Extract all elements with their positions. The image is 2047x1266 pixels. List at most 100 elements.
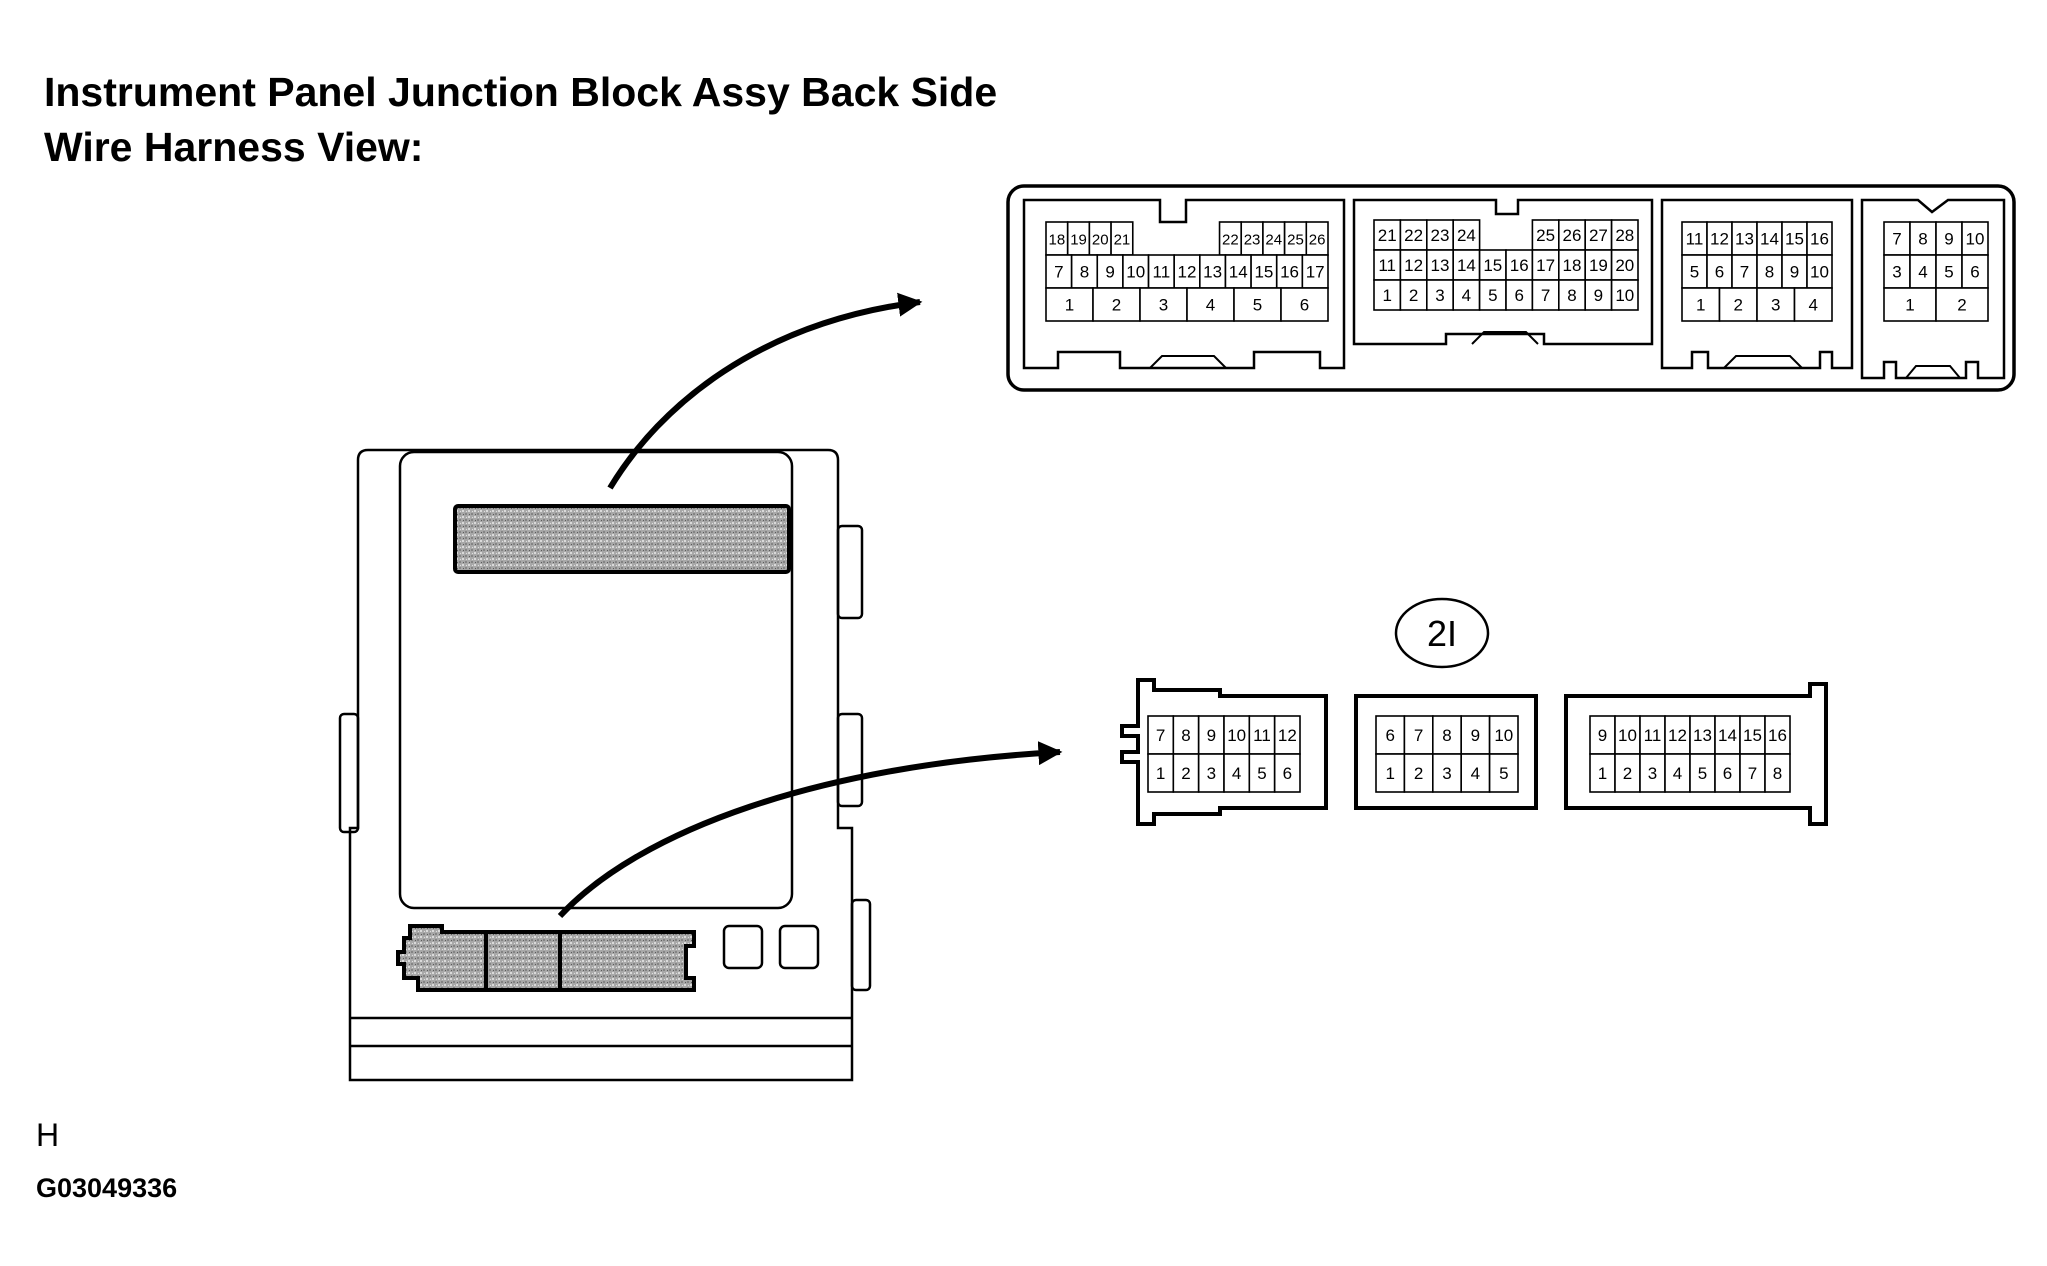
pin-number: 3 — [1159, 296, 1168, 315]
pin-number: 9 — [1598, 726, 1607, 745]
pin-cell — [1045, 287, 1094, 322]
pin-number: 24 — [1265, 232, 1282, 249]
pin-number: 4 — [1232, 764, 1241, 783]
pin-cell — [1375, 753, 1406, 793]
pin-number: 8 — [1773, 764, 1782, 783]
upper-housing-3-latch — [1723, 355, 1803, 369]
pin-number: 21 — [1114, 232, 1131, 249]
pin-number: 24 — [1457, 226, 1476, 245]
view-code-letter: H — [36, 1117, 60, 1153]
pin-number: 14 — [1457, 256, 1476, 275]
pin-number: 17 — [1306, 263, 1325, 282]
pin-cell — [1280, 287, 1329, 322]
lower-housing-1 — [1120, 678, 1328, 826]
pin-number: 4 — [1462, 286, 1471, 305]
pin-number: 8 — [1442, 726, 1451, 745]
pin-cell — [1614, 715, 1641, 755]
lower-connector-housings — [1120, 678, 1828, 826]
figure-id: G03049336 — [36, 1173, 178, 1203]
pin-cell — [1273, 753, 1301, 793]
pin-number: 8 — [1567, 286, 1576, 305]
pin-number: 3 — [1442, 764, 1451, 783]
pin-number: 7 — [1541, 286, 1550, 305]
pin-number: 7 — [1156, 726, 1165, 745]
pin-number: 13 — [1735, 230, 1754, 249]
pin-cell — [1806, 221, 1833, 256]
pin-cell — [1558, 249, 1587, 281]
pin-cell — [1731, 254, 1758, 289]
upper-connector-area-shaded — [453, 504, 791, 574]
arrow-to-upper-connectors — [607, 292, 923, 490]
pin-number: 2 — [1623, 764, 1632, 783]
pin-number: 10 — [1494, 726, 1513, 745]
pin-number: 13 — [1693, 726, 1712, 745]
pin-number: 13 — [1431, 256, 1450, 275]
pin-number: 8 — [1918, 230, 1927, 249]
pin-number: 3 — [1207, 764, 1216, 783]
diagram-title-line-1: Instrument Panel Junction Block Assy Bac… — [44, 69, 998, 115]
pin-number: 6 — [1723, 764, 1732, 783]
pin-number: 12 — [1178, 263, 1197, 282]
pin-cell — [1756, 221, 1783, 256]
side-tab-right-top — [836, 524, 864, 620]
pin-cell — [1639, 753, 1666, 793]
pin-cell — [1961, 254, 1989, 289]
pin-number: 18 — [1049, 232, 1066, 249]
pin-number: 11 — [1644, 726, 1662, 745]
pin-cell — [1505, 279, 1534, 311]
pin-number: 1 — [1696, 296, 1705, 315]
pin-number: 2 — [1112, 296, 1121, 315]
pin-number: 25 — [1287, 232, 1304, 249]
pin-number: 20 — [1615, 256, 1634, 275]
pin-number: 10 — [1615, 286, 1634, 305]
pin-number: 3 — [1435, 286, 1444, 305]
pin-number: 2 — [1957, 296, 1966, 315]
pin-number: 23 — [1244, 232, 1261, 249]
pin-number: 26 — [1309, 232, 1326, 249]
pin-number: 3 — [1892, 263, 1901, 282]
lower-housing-2 — [1354, 694, 1538, 810]
pin-number: 5 — [1944, 263, 1953, 282]
pin-number: 15 — [1743, 726, 1762, 745]
connector-label: 2I — [1427, 613, 1457, 654]
pin-cell — [1756, 287, 1796, 322]
pin-cell — [1883, 221, 1911, 256]
pin-cell — [1961, 221, 1989, 256]
pin-number: 9 — [1471, 726, 1480, 745]
pin-cell — [1793, 287, 1833, 322]
arrow-to-lower-connectors — [557, 741, 1063, 919]
pin-number: 10 — [1966, 230, 1985, 249]
pin-number: 8 — [1181, 726, 1190, 745]
lower-housing-3 — [1564, 682, 1828, 826]
pin-number: 7 — [1740, 263, 1749, 282]
pin-cell — [1488, 715, 1519, 755]
pin-number: 6 — [1283, 764, 1292, 783]
upper-housing-2 — [1352, 198, 1654, 346]
pin-number: 10 — [1227, 726, 1246, 745]
pin-cell — [1488, 753, 1519, 793]
pin-number: 10 — [1810, 263, 1829, 282]
pin-cell — [1639, 715, 1666, 755]
pin-number: 20 — [1092, 232, 1109, 249]
pin-number: 15 — [1254, 263, 1273, 282]
pin-cell — [1706, 254, 1733, 289]
pin-number: 12 — [1710, 230, 1729, 249]
pin-number: 7 — [1054, 263, 1063, 282]
pin-number: 14 — [1229, 263, 1248, 282]
pin-cell — [1432, 715, 1463, 755]
pin-number: 1 — [1385, 764, 1394, 783]
pin-cell — [1045, 254, 1073, 289]
pin-number: 4 — [1206, 296, 1215, 315]
pin-number: 11 — [1153, 263, 1171, 282]
pin-cell — [1432, 753, 1463, 793]
upper-housing-2-latch — [1471, 331, 1539, 345]
pin-cell — [1186, 287, 1235, 322]
upper-assembly-frame — [1006, 184, 2016, 392]
pin-cell — [1122, 254, 1150, 289]
upper-housing-1 — [1022, 198, 1346, 370]
lower-connector-area-shaded — [396, 924, 696, 992]
